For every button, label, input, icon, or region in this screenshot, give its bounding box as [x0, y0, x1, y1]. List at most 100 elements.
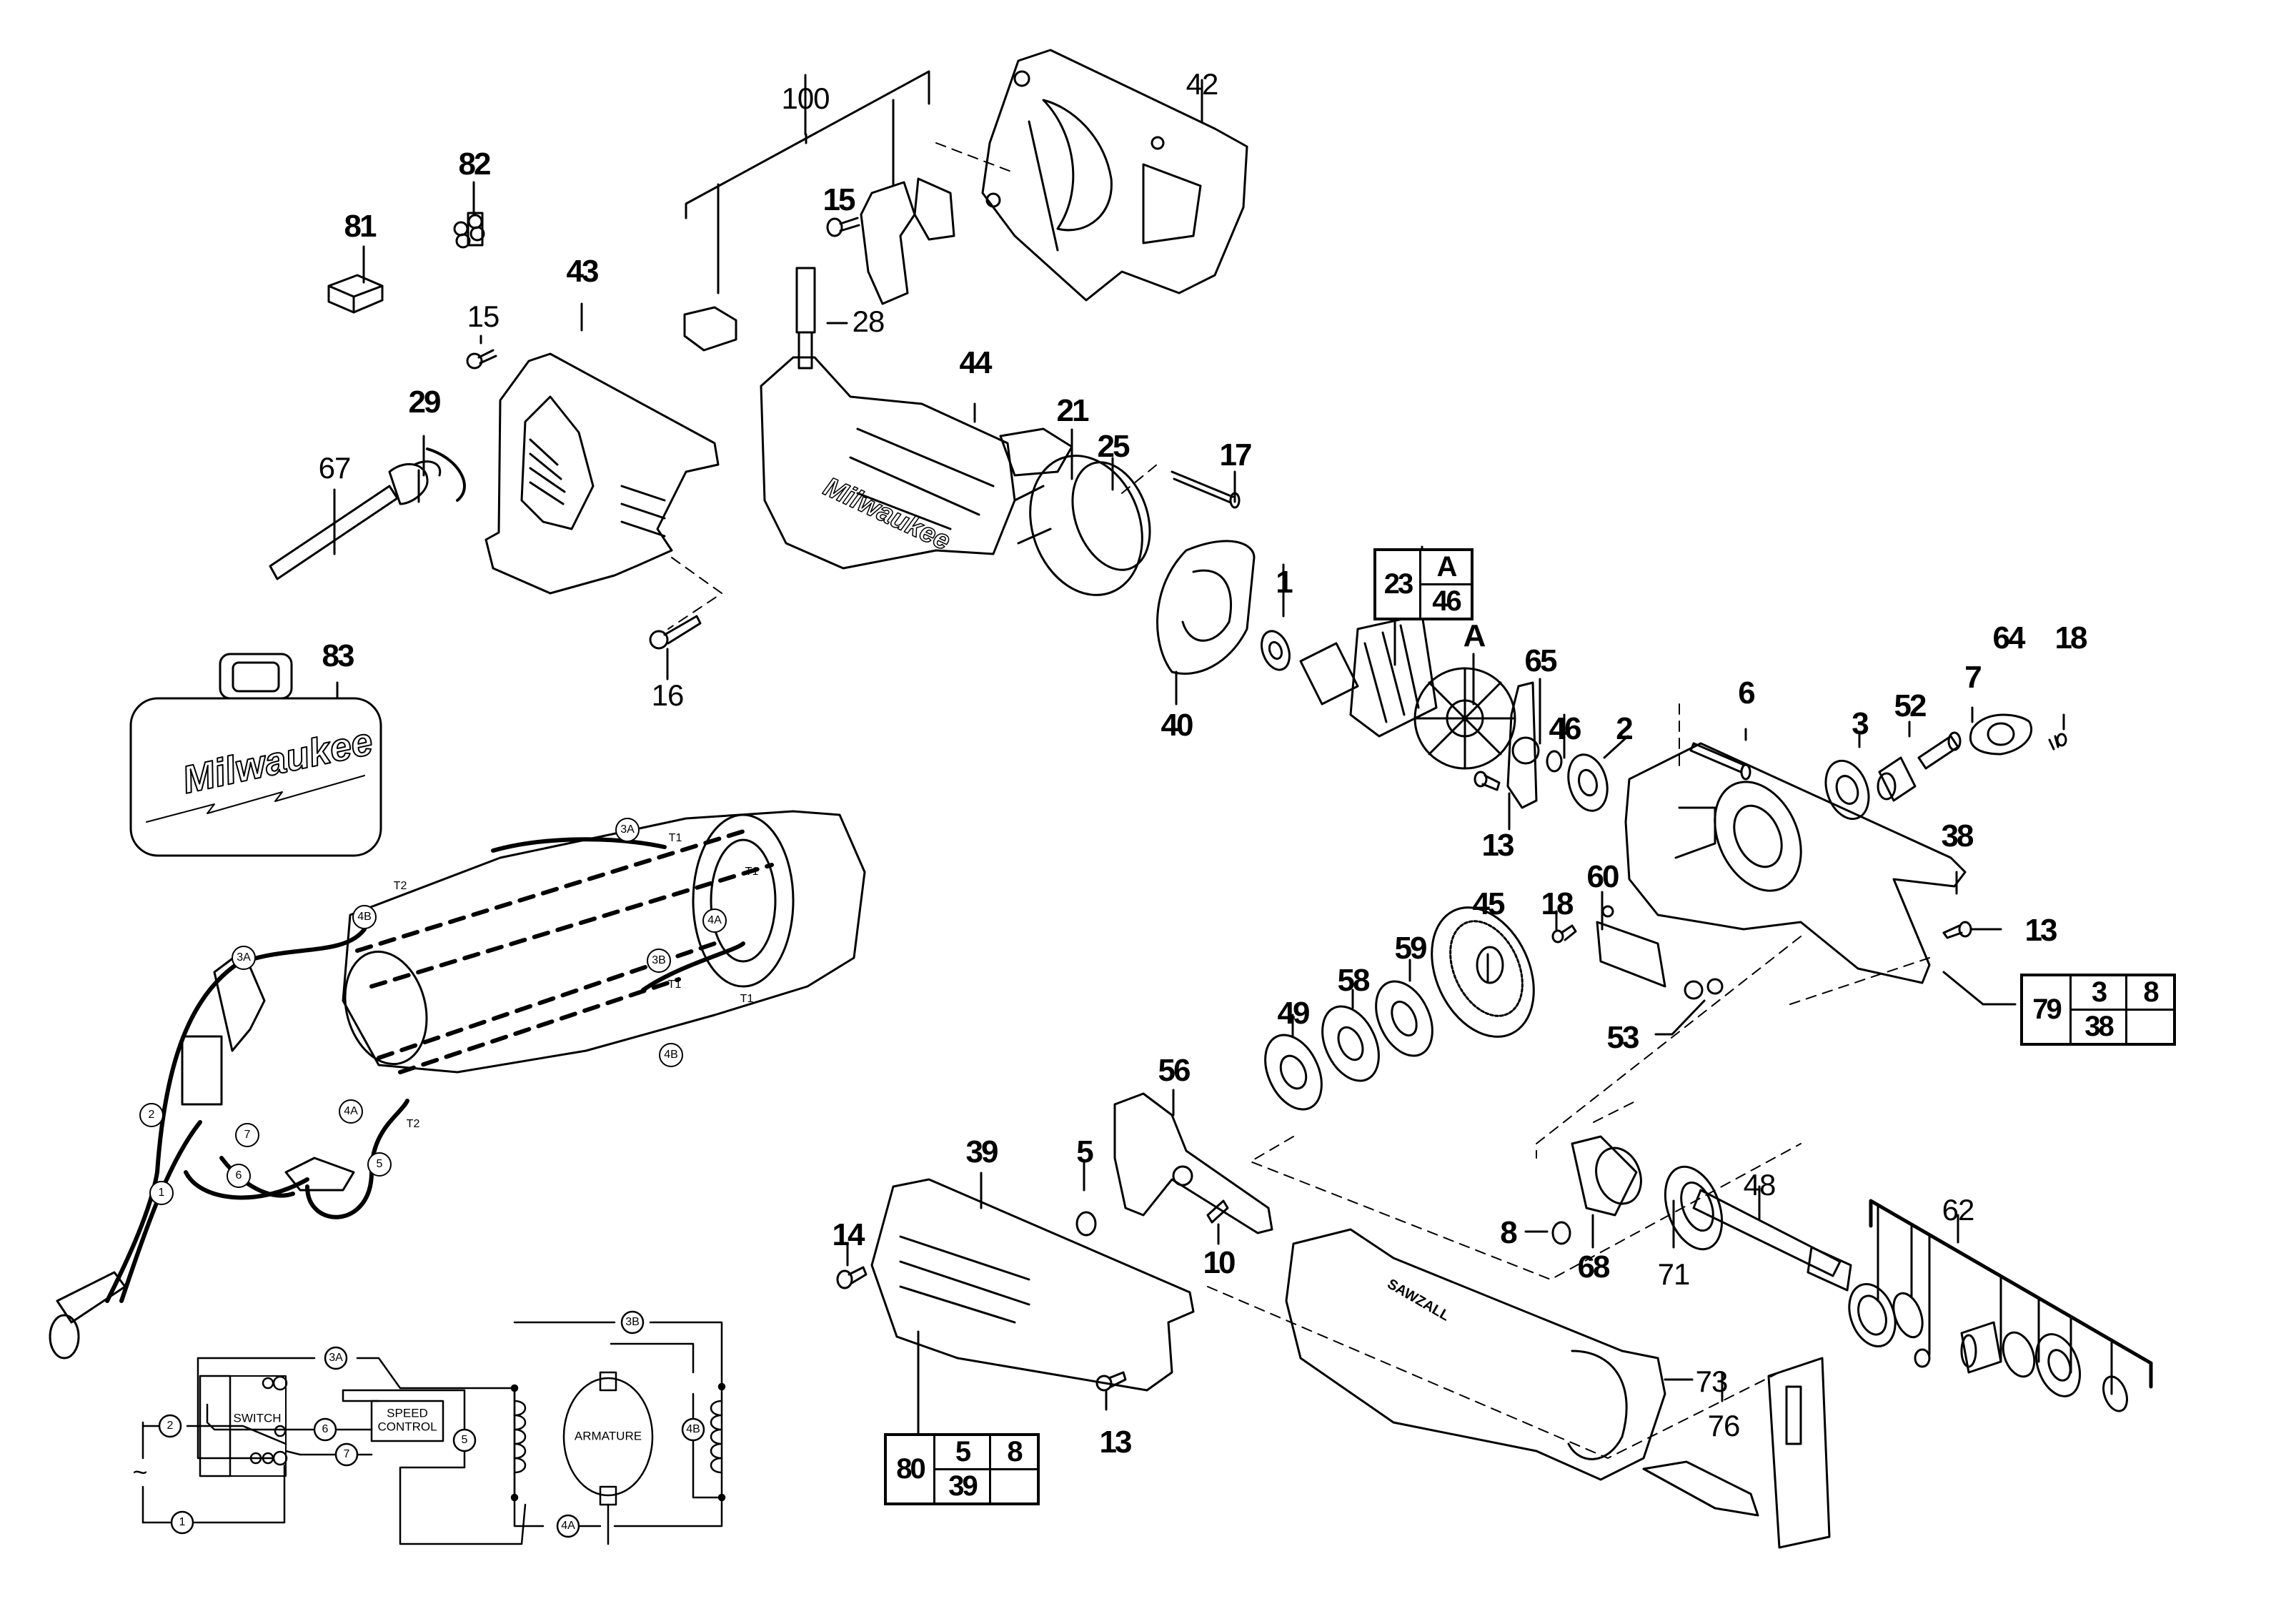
- callout-45: 45: [1472, 886, 1506, 921]
- part-65-bracket: [1506, 681, 1540, 809]
- part-83-carrying-case: Milwaukee: [129, 653, 382, 857]
- part-6-screw: [1689, 742, 1751, 781]
- part-52-bushing: [1877, 756, 1917, 802]
- sawzall-text: SAWZALL: [1385, 1276, 1453, 1324]
- harness-label-3a-top: 3A: [620, 823, 635, 836]
- part-56-wobble-plate: [1113, 1092, 1273, 1234]
- schematic-node-6: 6: [322, 1423, 329, 1436]
- callout-6: 6: [1738, 675, 1756, 710]
- callout-68: 68: [1577, 1249, 1611, 1284]
- schematic-node-2: 2: [167, 1420, 174, 1432]
- part-68-bearing-block: [1571, 1135, 1642, 1217]
- kit-23-cell: 46: [1419, 583, 1473, 620]
- callout-16: 16: [651, 678, 685, 712]
- part-16-screw: [649, 615, 702, 650]
- callout-21: 21: [1056, 393, 1090, 428]
- callout-7: 7: [1964, 660, 1982, 695]
- part-60-rocker: [1596, 905, 1724, 1000]
- callout-52: 52: [1894, 688, 1927, 723]
- callout-40: 40: [1161, 708, 1194, 743]
- callout-5: 5: [1076, 1134, 1094, 1169]
- callout-65: 65: [1524, 643, 1558, 678]
- harness-circle-markers: [139, 818, 727, 1205]
- callout-43: 43: [566, 254, 600, 289]
- harness-label-5: 5: [376, 1158, 383, 1170]
- callout-28: 28: [852, 304, 885, 338]
- callout-42: 42: [1186, 67, 1219, 101]
- milwaukee-logo-text: Milwaukee: [819, 472, 955, 556]
- part-67-cord-protector: [269, 460, 442, 580]
- ac-source-symbol: ~: [132, 1457, 148, 1487]
- harness-label-4b-left: 4B: [357, 911, 372, 923]
- wired-motor-assembly: [49, 810, 866, 1360]
- schematic-armature-label: ARMATURE: [574, 1429, 642, 1443]
- part-28-brush-holder: [795, 267, 816, 370]
- part-13-screw-a: [1473, 771, 1501, 791]
- callout-56: 56: [1158, 1053, 1191, 1088]
- callout-15-lower: 15: [467, 299, 500, 333]
- harness-label-t1-a: T1: [668, 832, 682, 844]
- callout-83: 83: [322, 638, 355, 673]
- part-3-bearing: [1824, 759, 1870, 821]
- part-17-screw: [1171, 470, 1241, 509]
- assembly-dashed-lines: [667, 142, 1930, 1459]
- part-42-handle-housing: [981, 49, 1248, 302]
- part-15-screw-upper: [826, 217, 860, 237]
- callout-59: 59: [1394, 931, 1428, 966]
- kit-80-cell: 8: [989, 1433, 1040, 1470]
- callout-58: 58: [1337, 963, 1371, 998]
- callout-73: 73: [1695, 1365, 1729, 1398]
- harness-label-t1-c: T1: [667, 979, 682, 991]
- kit-80-cell: [989, 1468, 1040, 1505]
- part-13-screw-b: [1942, 921, 1972, 939]
- harness-label-2: 2: [148, 1109, 155, 1121]
- part-100-switch-assembly: [683, 177, 955, 352]
- part-5-pin: [1075, 1211, 1097, 1237]
- kit-79-cell: 8: [2125, 974, 2176, 1011]
- callout-18-b: 18: [1541, 886, 1574, 921]
- part-21-insulator: [999, 427, 1073, 477]
- part-15-screw-lower: [466, 349, 497, 370]
- part-44-motor-housing: Milwaukee: [760, 356, 1016, 570]
- leader-lines: [333, 70, 2153, 1452]
- callout-8: 8: [1500, 1215, 1518, 1250]
- callout-17: 17: [1219, 437, 1253, 472]
- part-10-pin: [1206, 1199, 1229, 1224]
- schematic-speed-label: SPEED: [387, 1406, 428, 1420]
- callout-18-a: 18: [2054, 620, 2088, 655]
- schematic-control-label: CONTROL: [377, 1420, 437, 1434]
- harness-label-6: 6: [235, 1169, 242, 1182]
- callout-67: 67: [318, 451, 352, 485]
- schematic-node-1: 1: [179, 1516, 186, 1529]
- schematic-node-4b: 4B: [686, 1423, 700, 1436]
- harness-label-4a-bottom: 4A: [344, 1105, 358, 1117]
- callout-13-b: 13: [2024, 913, 2058, 948]
- kit-table-79: 79 3 8 38: [2020, 974, 2176, 1046]
- harness-label-4b-right: 4B: [664, 1049, 678, 1061]
- part-49-washer: [1264, 1034, 1323, 1111]
- part-48-shaft: [1692, 1189, 1852, 1292]
- callout-13-a: 13: [1481, 828, 1515, 863]
- part-58-washer: [1321, 1005, 1380, 1082]
- part-25-field: [1013, 455, 1151, 596]
- part-29-cord: [426, 447, 466, 502]
- callout-82: 82: [458, 147, 492, 182]
- part-18-screw-a: [2048, 733, 2067, 751]
- case-logo-text: Milwaukee: [179, 720, 377, 802]
- part-13-screw-c: [1095, 1371, 1127, 1392]
- schematic-node-3b: 3B: [625, 1316, 640, 1329]
- callout-49: 49: [1277, 996, 1311, 1031]
- harness-label-7: 7: [244, 1129, 251, 1141]
- part-1-bearing: [1261, 630, 1291, 671]
- callout-44: 44: [959, 345, 993, 380]
- part-40-baffle: [1156, 540, 1256, 675]
- callout-64: 64: [1992, 620, 2026, 655]
- callout-14: 14: [832, 1217, 865, 1252]
- callout-10: 10: [1203, 1245, 1236, 1280]
- part-59-washer: [1375, 980, 1433, 1057]
- harness-label-t1-b: T1: [745, 866, 759, 878]
- callout-81: 81: [344, 209, 377, 244]
- part-82-terminal-block: [453, 212, 485, 249]
- kit-80-main: 80: [884, 1433, 935, 1505]
